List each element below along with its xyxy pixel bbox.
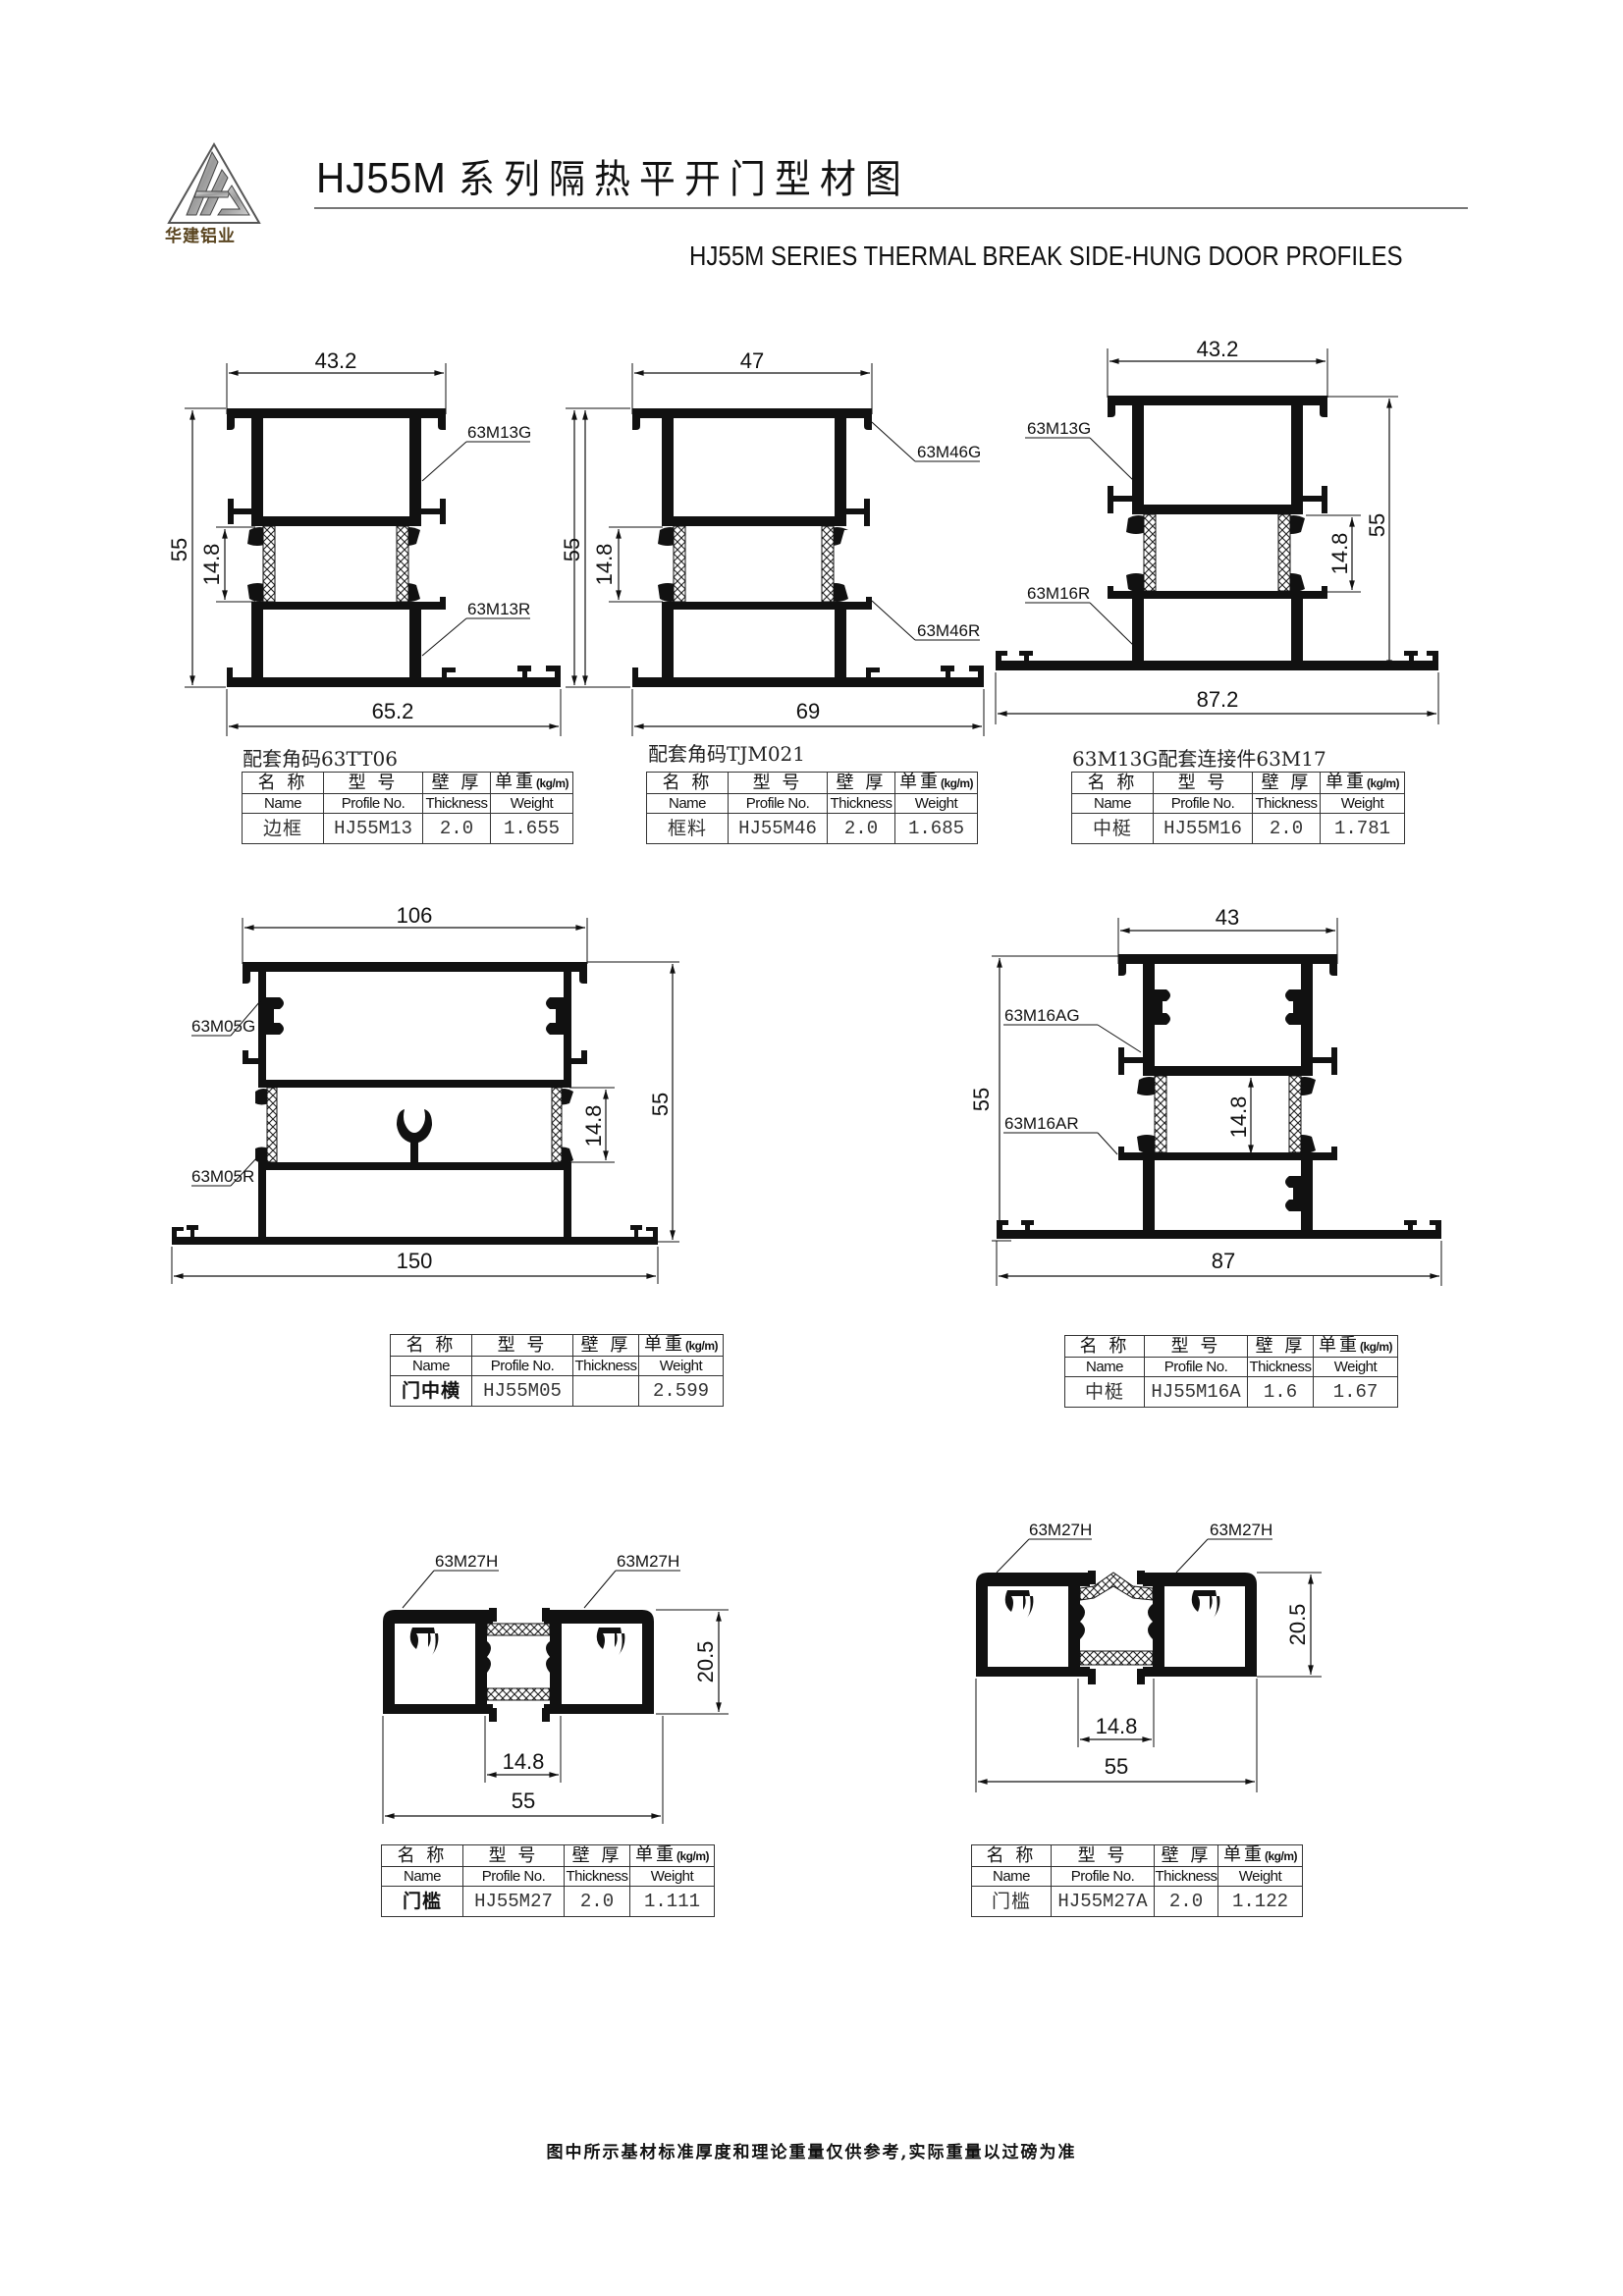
cell-name: 门槛: [971, 1886, 1052, 1917]
caption-profile-1: 配套角码63TT06: [243, 747, 398, 771]
label-upper-strip: 63M13G: [467, 423, 531, 442]
dim-break-gap: 14.8: [581, 1105, 606, 1148]
dim-break-gap: 14.8: [199, 544, 224, 586]
label-upper-strip: 63M05G: [191, 1017, 255, 1036]
cell-thickness: [572, 1375, 639, 1407]
cell-weight: 1.111: [629, 1886, 715, 1917]
label-left-strip: 63M27H: [1029, 1521, 1092, 1539]
label-lower-strip: 63M05R: [191, 1167, 254, 1186]
profile-drawing-hj55m05: 106 55 14.8: [171, 903, 679, 1284]
label-upper-strip: 63M46G: [917, 443, 981, 461]
title-cn: 系列隔热平开门型材图: [459, 157, 911, 202]
cell-thickness: 2.0: [422, 813, 491, 844]
spec-table-hj55m46: 名 称 型 号 壁 厚 单重(kg/m) Name Profile No. Th…: [646, 772, 978, 844]
dim-bottom-width: 69: [796, 699, 820, 723]
dim-bottom-width: 150: [397, 1249, 433, 1273]
cell-thickness: 2.0: [564, 1886, 630, 1917]
cell-name: 中梃: [1071, 813, 1154, 844]
spec-table-hj55m16a: 名 称 型 号 壁 厚 单重(kg/m) Name Profile No. Th…: [1064, 1335, 1398, 1408]
spec-table-hj55m05: 名 称 型 号 壁 厚 单重(kg/m) Name Profile No. Th…: [390, 1334, 724, 1407]
dim-break-gap: 14.8: [1327, 533, 1352, 575]
logo-triangle-icon: [167, 141, 261, 224]
cell-name: 中梃: [1064, 1376, 1145, 1408]
cell-thickness: 2.0: [827, 813, 895, 844]
cell-profile-no: HJ55M27: [462, 1886, 565, 1917]
cell-weight: 1.655: [490, 813, 573, 844]
dim-height: 20.5: [693, 1641, 718, 1683]
cell-thickness: 2.0: [1154, 1886, 1218, 1917]
dim-top-width: 43: [1216, 905, 1239, 930]
cell-name: 门槛: [381, 1886, 463, 1917]
company-name: 华建铝业: [165, 227, 236, 246]
label-lower-strip: 63M13R: [467, 600, 530, 618]
cell-weight: 1.685: [894, 813, 978, 844]
dim-height: 55: [1365, 513, 1389, 537]
caption-profile-2: 配套角码TJM021: [648, 742, 806, 766]
profile-drawing-hj55m13: 43.2 55 14.8: [167, 348, 589, 736]
label-lower-strip: 63M46R: [917, 621, 980, 640]
dim-top-width: 47: [740, 348, 764, 373]
dim-height: 20.5: [1285, 1604, 1310, 1646]
label-right-strip: 63M27H: [617, 1552, 679, 1571]
dim-break-gap: 14.8: [592, 544, 617, 586]
title-code: HJ55M: [316, 154, 447, 202]
label-left-strip: 63M27H: [435, 1552, 498, 1571]
label-upper-strip: 63M16AG: [1004, 1006, 1080, 1025]
cell-profile-no: HJ55M16: [1153, 813, 1253, 844]
dim-width: 55: [1105, 1754, 1128, 1779]
profile-drawing-hj55m16a: 55 43 14.8: [969, 905, 1442, 1286]
dim-break-gap: 14.8: [503, 1749, 545, 1774]
dim-bottom-width: 87.2: [1197, 687, 1239, 712]
footer-note: 图中所示基材标准厚度和理论重量仅供参考,实际重量以过磅为准: [546, 2143, 1077, 2163]
dim-break-gap: 14.8: [1226, 1096, 1251, 1139]
cell-thickness: 1.6: [1247, 1376, 1314, 1408]
cell-weight: 1.67: [1313, 1376, 1398, 1408]
dim-height: 55: [560, 538, 584, 561]
profile-drawing-hj55m16: 43.2 55 14.8 87.2: [995, 337, 1439, 724]
cell-profile-no: HJ55M27A: [1051, 1886, 1155, 1917]
dim-top-width: 43.2: [315, 348, 357, 373]
profile-drawing-hj55m27: 63M27H 63M27H 20.5 14.8 55: [382, 1552, 729, 1824]
cell-weight: 1.122: [1217, 1886, 1303, 1917]
cell-thickness: 2.0: [1252, 813, 1321, 844]
spec-table-hj55m27: 名 称 型 号 壁 厚 单重(kg/m) Name Profile No. Th…: [381, 1844, 715, 1917]
cell-weight: 1.781: [1320, 813, 1405, 844]
dim-bottom-width: 87: [1212, 1249, 1235, 1273]
label-lower-strip: 63M16R: [1027, 584, 1090, 603]
dim-width: 55: [512, 1789, 535, 1813]
page-title: HJ55M 系列隔热平开门型材图: [316, 147, 910, 204]
cell-name: 门中横: [390, 1375, 472, 1407]
cell-name: 边框: [242, 813, 324, 844]
cell-profile-no: HJ55M16A: [1144, 1376, 1248, 1408]
page-subtitle: HJ55M SERIES THERMAL BREAK SIDE-HUNG DOO…: [689, 240, 1403, 271]
profile-drawing-hj55m27a: 63M27H 63M27H 20.5 14.8 55: [975, 1521, 1322, 1792]
dim-break-gap: 14.8: [1096, 1714, 1138, 1738]
caption-profile-3: 63M13G配套连接件63M17: [1072, 747, 1326, 771]
label-upper-strip: 63M13G: [1027, 419, 1091, 438]
cell-profile-no: HJ55M13: [323, 813, 423, 844]
dim-height: 55: [167, 538, 191, 561]
company-logo: [167, 141, 265, 250]
title-divider: [314, 207, 1468, 209]
spec-table-hj55m16: 名 称 型 号 壁 厚 单重(kg/m) Name Profile No. Th…: [1071, 772, 1405, 844]
dim-height: 55: [648, 1093, 673, 1116]
spec-table-hj55m27a: 名 称 型 号 壁 厚 单重(kg/m) Name Profile No. Th…: [971, 1844, 1303, 1917]
cell-weight: 2.599: [638, 1375, 724, 1407]
dim-height: 55: [969, 1088, 994, 1111]
cell-name: 框料: [646, 813, 729, 844]
profile-drawing-hj55m46: 47 55 14.8 69 63M46G: [560, 348, 985, 736]
spec-table-hj55m13: 名 称 型 号 壁 厚 单重(kg/m) Name Profile No. Th…: [242, 772, 573, 844]
dim-top-width: 43.2: [1197, 337, 1239, 361]
dim-top-width: 106: [397, 903, 433, 928]
cell-profile-no: HJ55M05: [471, 1375, 573, 1407]
dim-bottom-width: 65.2: [372, 699, 414, 723]
label-right-strip: 63M27H: [1210, 1521, 1272, 1539]
cell-profile-no: HJ55M46: [728, 813, 828, 844]
label-lower-strip: 63M16AR: [1004, 1114, 1079, 1133]
